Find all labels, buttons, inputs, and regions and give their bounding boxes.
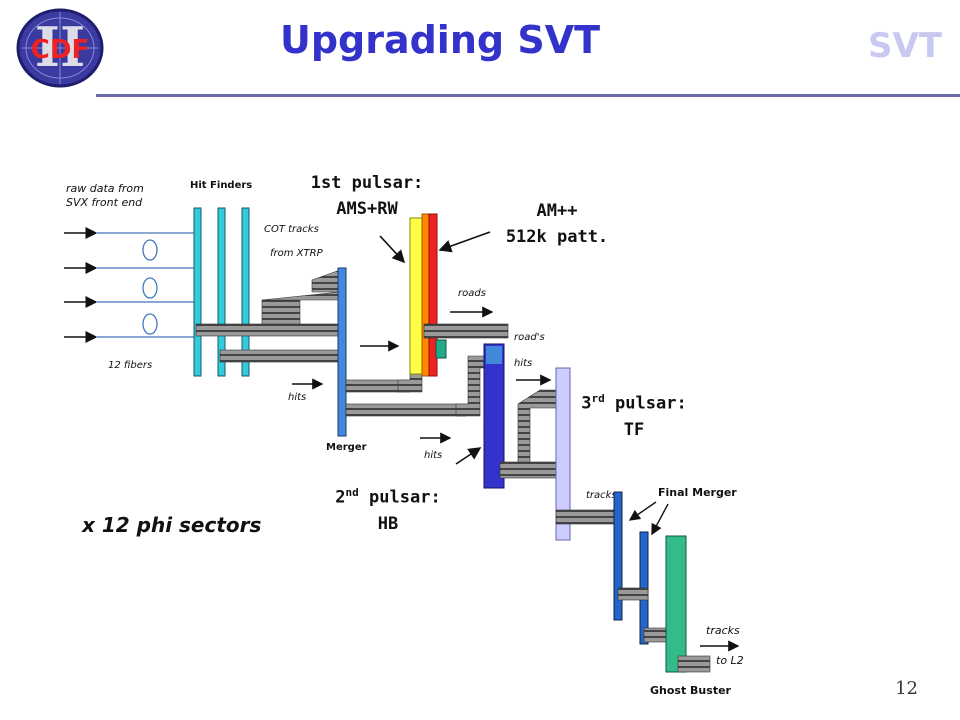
- fm-arrow-2: [651, 503, 669, 536]
- cot-label-1: COT tracks: [264, 224, 319, 235]
- hit-finder-bars: [193, 207, 250, 377]
- roads-hits-label-1: road's: [514, 332, 545, 343]
- hb-board: [483, 343, 505, 489]
- pulsar1-arrow: [379, 235, 406, 264]
- hb-top: [486, 346, 502, 364]
- am-line2: 512k patt.: [505, 227, 609, 247]
- raw-data-label-2: SVX front end: [66, 196, 143, 209]
- roads-cable: [423, 323, 509, 339]
- pulsar2-line2: HB: [377, 513, 399, 534]
- am-annotation: AM++ 512k patt.: [492, 198, 622, 250]
- tf-cable: [555, 509, 621, 525]
- pulsar3-line2: TF: [623, 419, 645, 440]
- final-merger-bars: [613, 491, 649, 645]
- logo-roman: II: [35, 15, 86, 79]
- hits-label-2: hits: [424, 450, 442, 461]
- fm-cable: [617, 587, 649, 601]
- tracks-label: tracks: [586, 490, 617, 501]
- final-merger-label: Final Merger: [658, 486, 737, 499]
- am-line1: AM++: [536, 201, 578, 221]
- page-number: 12: [895, 678, 918, 699]
- brand-label: SVT: [868, 26, 942, 66]
- pulsar2-line1: 2nd pulsar:: [335, 486, 441, 508]
- ghost-buster-board: [665, 535, 687, 673]
- hits-label-1: hits: [288, 392, 306, 403]
- header-divider: [96, 94, 960, 97]
- input-arrows: [64, 227, 98, 343]
- pulsar1-line1: 1st pulsar:: [310, 173, 424, 193]
- tracks-l2-label-2: to L2: [716, 654, 744, 667]
- hit-finders-label: Hit Finders: [190, 180, 252, 191]
- cdf-logo: II CDF: [16, 8, 104, 88]
- pulsar3-line1: 3rd pulsar:: [581, 392, 687, 414]
- fibers-label: 12 fibers: [108, 360, 152, 371]
- pulsar2-arrow: [455, 447, 482, 465]
- pulsar1-annotation: 1st pulsar: AMS+RW: [304, 170, 430, 222]
- am-board-red: [428, 213, 438, 377]
- fm-arrow-1: [628, 501, 657, 521]
- pulsar3-annotation: 3rd pulsar: TF: [574, 386, 694, 443]
- tf-board: [555, 367, 571, 541]
- merger-bar: [337, 267, 347, 437]
- merger-label: Merger: [326, 442, 367, 453]
- raw-data-label-1: raw data from: [66, 182, 144, 195]
- pulsar2-annotation: 2nd pulsar: HB: [328, 480, 448, 537]
- fiber-loops: [96, 232, 194, 338]
- roads-label: roads: [458, 288, 486, 299]
- page-title: Upgrading SVT: [279, 18, 601, 62]
- tracks-l2-label-1: tracks: [706, 624, 740, 637]
- sectors-label: x 12 phi sectors: [81, 513, 262, 537]
- ghost-buster-label: Ghost Buster: [650, 684, 732, 697]
- am-arrow: [438, 231, 491, 253]
- hit-cables: [195, 269, 345, 363]
- hb-tf-cables: [499, 389, 559, 479]
- output-cable: [677, 655, 711, 673]
- roads-hits-label-2: hits: [514, 358, 532, 369]
- pulsar1-line2: AMS+RW: [336, 199, 398, 219]
- logo-text: CDF: [31, 35, 89, 65]
- merger-cables: [345, 341, 487, 417]
- teal-block: [435, 339, 447, 359]
- cot-label-2: from XTRP: [270, 248, 324, 259]
